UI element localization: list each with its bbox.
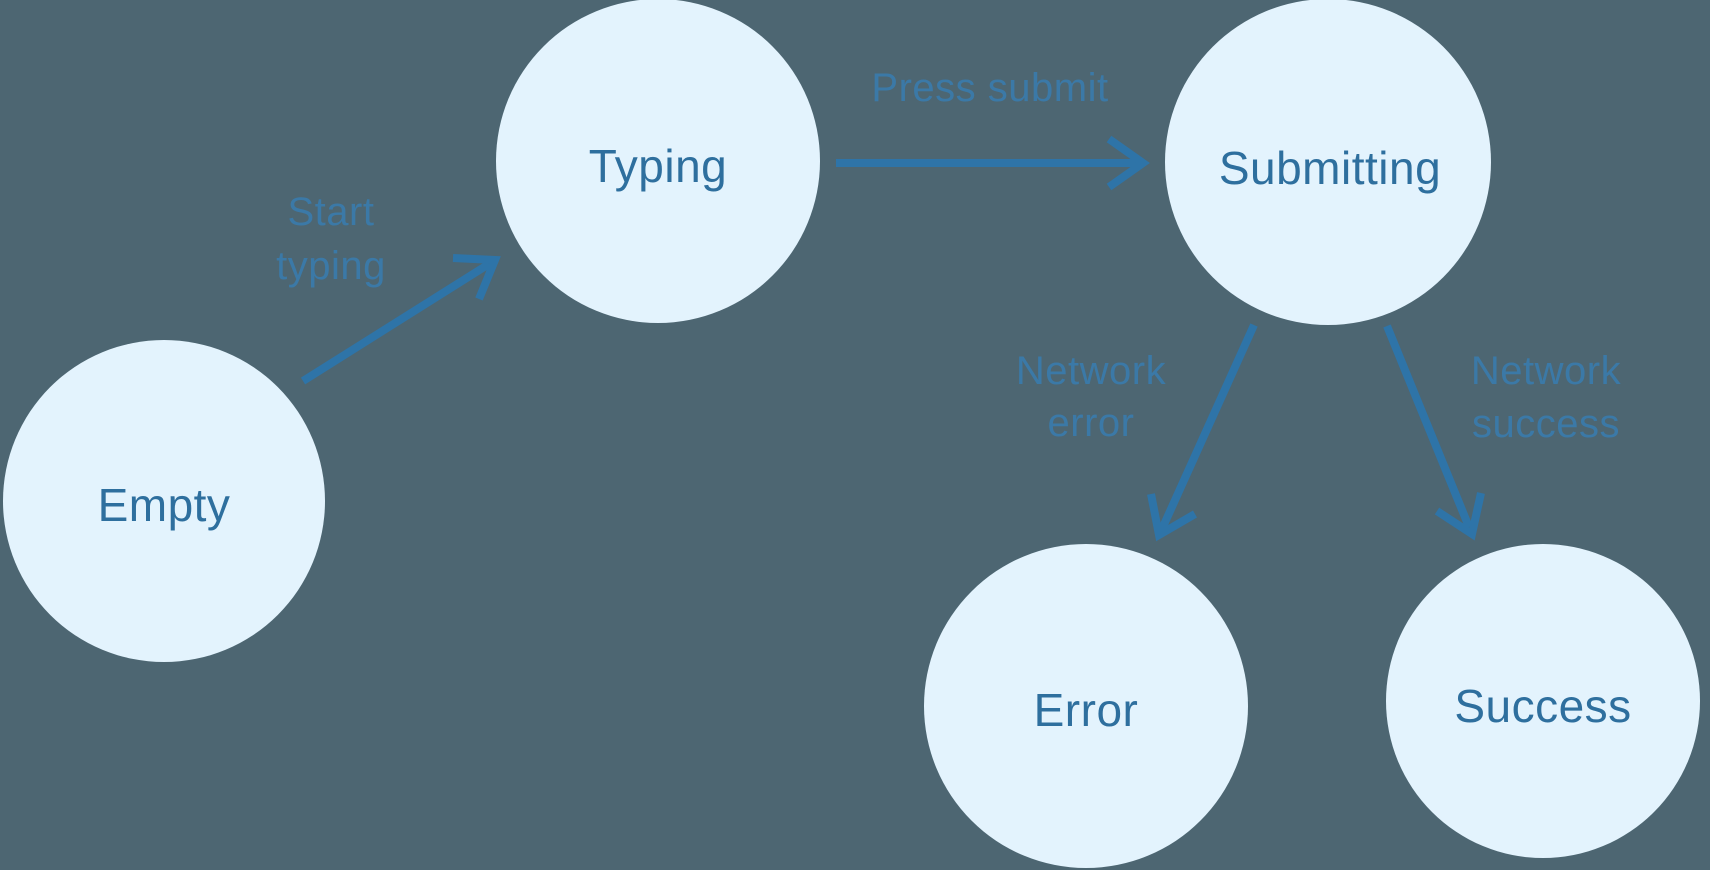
state-node-success-label: Success bbox=[1454, 680, 1631, 732]
edge-empty-to-typing bbox=[300, 260, 492, 385]
state-node-typing-label: Typing bbox=[589, 140, 728, 192]
state-node-submitting-label: Submitting bbox=[1219, 142, 1441, 194]
state-node-submitting bbox=[1165, 0, 1491, 325]
edge-label-network-success-line2: success bbox=[1472, 402, 1620, 446]
arrowhead-empty-to-typing-icon bbox=[452, 254, 501, 301]
state-node-empty-label: Empty bbox=[98, 479, 231, 531]
edge-label-network-error-line1: Network bbox=[1016, 349, 1167, 393]
edge-label-start-typing-line1: Start bbox=[288, 190, 375, 234]
state-node-empty bbox=[3, 340, 325, 662]
edge-label-press-submit: Press submit bbox=[871, 66, 1108, 110]
arrowhead-submitting-to-error-icon bbox=[1147, 493, 1198, 542]
edge-submitting-to-error bbox=[1158, 323, 1258, 531]
edge-submitting-to-success bbox=[1383, 324, 1473, 529]
edge-label-start-typing-line2: typing bbox=[276, 244, 386, 288]
arrowhead-submitting-to-success-icon bbox=[1434, 492, 1485, 541]
edge-label-network-success-line1: Network bbox=[1471, 349, 1622, 393]
state-node-typing bbox=[496, 0, 820, 323]
state-node-error-label: Error bbox=[1034, 684, 1139, 736]
state-node-success bbox=[1386, 544, 1700, 858]
state-node-error bbox=[924, 544, 1248, 868]
arrowhead-typing-to-submitting-icon bbox=[1106, 135, 1150, 191]
edge-label-network-error-line2: error bbox=[1048, 401, 1135, 445]
